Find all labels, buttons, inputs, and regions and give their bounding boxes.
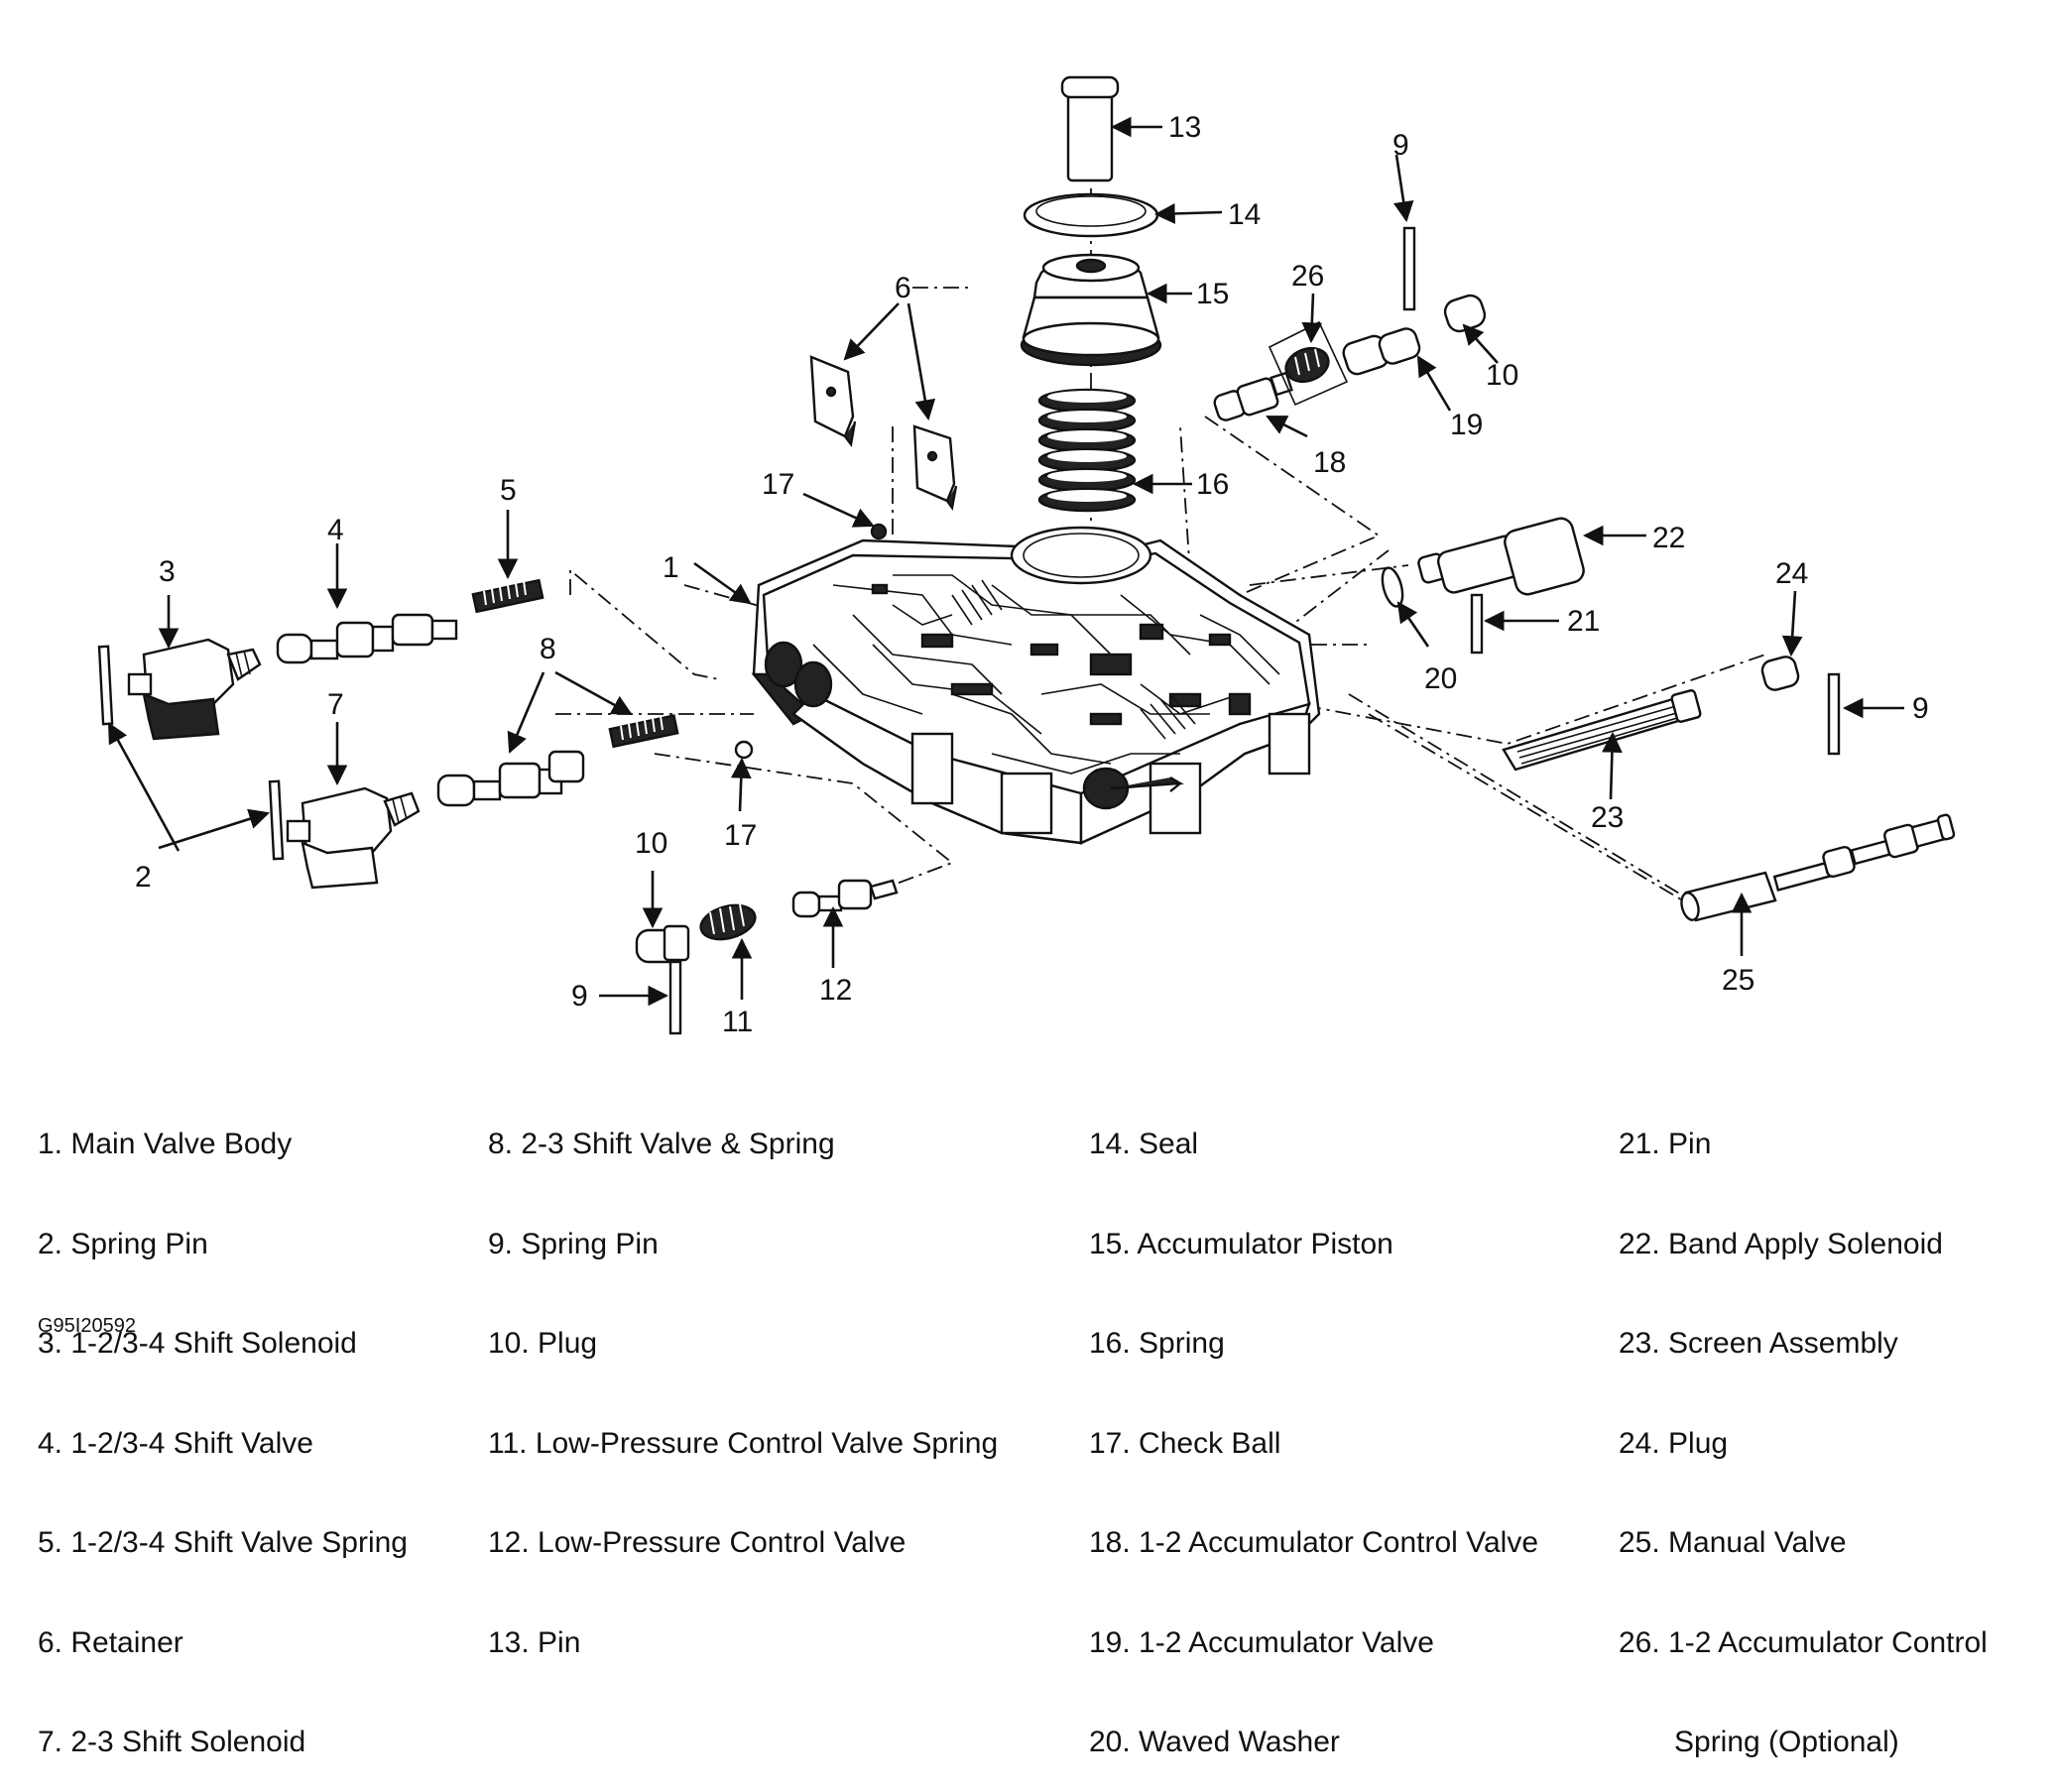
callout-23: 23 — [1591, 801, 1624, 834]
callout-26: 26 — [1291, 260, 1324, 293]
callout-10-top: 10 — [1486, 359, 1518, 392]
callout-18: 18 — [1313, 446, 1346, 479]
callout-8: 8 — [540, 633, 556, 665]
pin-13 — [1060, 75, 1120, 182]
check-ball-17-lower — [734, 740, 754, 760]
legend-item: 1. Main Valve Body — [38, 1128, 293, 1160]
spring-pin-9-right — [1827, 672, 1841, 756]
legend-item: 7. 2-3 Shift Solenoid — [38, 1726, 306, 1758]
leader-lines — [107, 116, 1904, 1007]
callout-7: 7 — [327, 688, 344, 721]
legend-item: 9. Spring Pin — [488, 1227, 659, 1260]
legend-item: 17. Check Ball — [1089, 1426, 1281, 1460]
callout-5: 5 — [500, 474, 517, 507]
spring-pin-2-lower — [268, 779, 285, 861]
screen-assembly-23 — [1502, 689, 1702, 772]
legend-column-4: 21. Pin 22. Band Apply Solenoid 23. Scre… — [1619, 1061, 1988, 1792]
low-pressure-control-valve-12 — [791, 879, 899, 918]
legend-item: 5. 1-2/3-4 Shift Valve Spring — [38, 1526, 408, 1559]
legend-item: 24. Plug — [1619, 1426, 1729, 1460]
plug-10-lower — [635, 924, 690, 964]
legend-column-3: 14. Seal 15. Accumulator Piston 16. Spri… — [1089, 1061, 1538, 1792]
spring-pin-2-upper — [97, 645, 114, 726]
callout-10-bottom: 10 — [635, 827, 667, 860]
legend-item: 14. Seal — [1089, 1128, 1199, 1160]
callout-17-top: 17 — [762, 468, 794, 501]
accumulator-control-valve-18 — [1213, 371, 1293, 421]
legend-item: 6. Retainer — [38, 1625, 183, 1659]
figure-code: G95I20592 — [38, 1315, 136, 1337]
low-pressure-spring-11 — [699, 903, 757, 941]
manual-valve-25 — [1680, 813, 1956, 922]
legend-item: 11. Low-Pressure Control Valve Spring — [488, 1426, 999, 1460]
legend-item: 26. 1-2 Accumulator Control — [1619, 1625, 1988, 1659]
legend-item: 25. Manual Valve — [1619, 1526, 1847, 1559]
callout-13: 13 — [1168, 111, 1201, 144]
callout-22: 22 — [1652, 522, 1685, 554]
shift-valve-spring-5 — [471, 578, 544, 614]
legend-item: 12. Low-Pressure Control Valve — [488, 1526, 907, 1559]
callout-9-right: 9 — [1912, 692, 1929, 725]
shift-valve-spring-8 — [608, 714, 679, 749]
legend-item: 19. 1-2 Accumulator Valve — [1089, 1625, 1434, 1659]
shift-valve-8 — [436, 750, 585, 807]
legend-item: 4. 1-2/3-4 Shift Valve — [38, 1426, 313, 1460]
legend-item: 13. Pin — [488, 1625, 581, 1659]
shift-valve-4 — [276, 613, 458, 664]
callout-9-bottom: 9 — [571, 980, 588, 1013]
plug-24 — [1760, 656, 1800, 691]
waved-washer-20 — [1381, 566, 1404, 608]
spring-pin-9-upper — [1402, 226, 1416, 311]
accumulator-piston-15 — [1020, 253, 1162, 367]
spring-16 — [1037, 388, 1137, 513]
callout-11: 11 — [722, 1006, 753, 1038]
retainer-6-left — [809, 355, 857, 447]
callout-21: 21 — [1567, 605, 1600, 638]
legend-item: 21. Pin — [1619, 1128, 1712, 1160]
callout-6: 6 — [895, 272, 911, 304]
callout-15: 15 — [1196, 278, 1229, 310]
legend-item: 2. Spring Pin — [38, 1227, 208, 1260]
main-valve-body — [751, 526, 1321, 845]
callout-labels: 1 2 3 4 5 6 7 8 9 9 9 10 10 11 12 13 14 … — [135, 111, 1929, 1038]
legend-item: 8. 2-3 Shift Valve & Spring — [488, 1128, 835, 1160]
band-apply-solenoid-22 — [1417, 517, 1585, 596]
check-ball-17-upper — [870, 523, 888, 540]
callout-4: 4 — [327, 514, 344, 546]
legend-item: 10. Plug — [488, 1327, 598, 1360]
callout-16: 16 — [1196, 468, 1229, 501]
callout-9-top: 9 — [1392, 129, 1409, 162]
legend-item: 16. Spring — [1089, 1327, 1225, 1360]
callout-2: 2 — [135, 861, 152, 894]
legend-item: 15. Accumulator Piston — [1089, 1227, 1393, 1260]
callout-20: 20 — [1424, 662, 1457, 695]
accumulator-valve-19 — [1342, 327, 1421, 376]
legend-item: 20. Waved Washer — [1089, 1726, 1340, 1758]
callout-24: 24 — [1775, 557, 1808, 590]
callout-1: 1 — [663, 551, 679, 584]
callout-25: 25 — [1722, 964, 1754, 997]
legend-item: 23. Screen Assembly — [1619, 1327, 1898, 1360]
callout-19: 19 — [1450, 409, 1483, 441]
shift-solenoid-7 — [286, 786, 421, 890]
pin-21 — [1470, 593, 1484, 655]
exploded-view-diagram: 1 2 3 4 5 6 7 8 9 9 9 10 10 11 12 13 14 … — [97, 75, 1956, 1038]
legend-item: Spring (Optional) — [1674, 1726, 1899, 1758]
spring-pin-9-lower — [668, 960, 682, 1035]
seal-14 — [1023, 192, 1159, 238]
legend-column-1: 1. Main Valve Body 2. Spring Pin 3. 1-2/… — [38, 1061, 408, 1792]
callout-3: 3 — [159, 555, 176, 588]
legend-column-2: 8. 2-3 Shift Valve & Spring 9. Spring Pi… — [488, 1061, 998, 1693]
legend-item: 18. 1-2 Accumulator Control Valve — [1089, 1526, 1539, 1559]
shift-solenoid-3 — [127, 638, 262, 741]
legend-item: 22. Band Apply Solenoid — [1619, 1227, 1943, 1260]
retainer-6-right — [912, 424, 958, 512]
legend-item: 3. 1-2/3-4 Shift Solenoid — [38, 1327, 357, 1360]
callout-14: 14 — [1228, 198, 1261, 231]
callout-12: 12 — [819, 974, 852, 1007]
callout-17-bottom: 17 — [724, 819, 757, 852]
